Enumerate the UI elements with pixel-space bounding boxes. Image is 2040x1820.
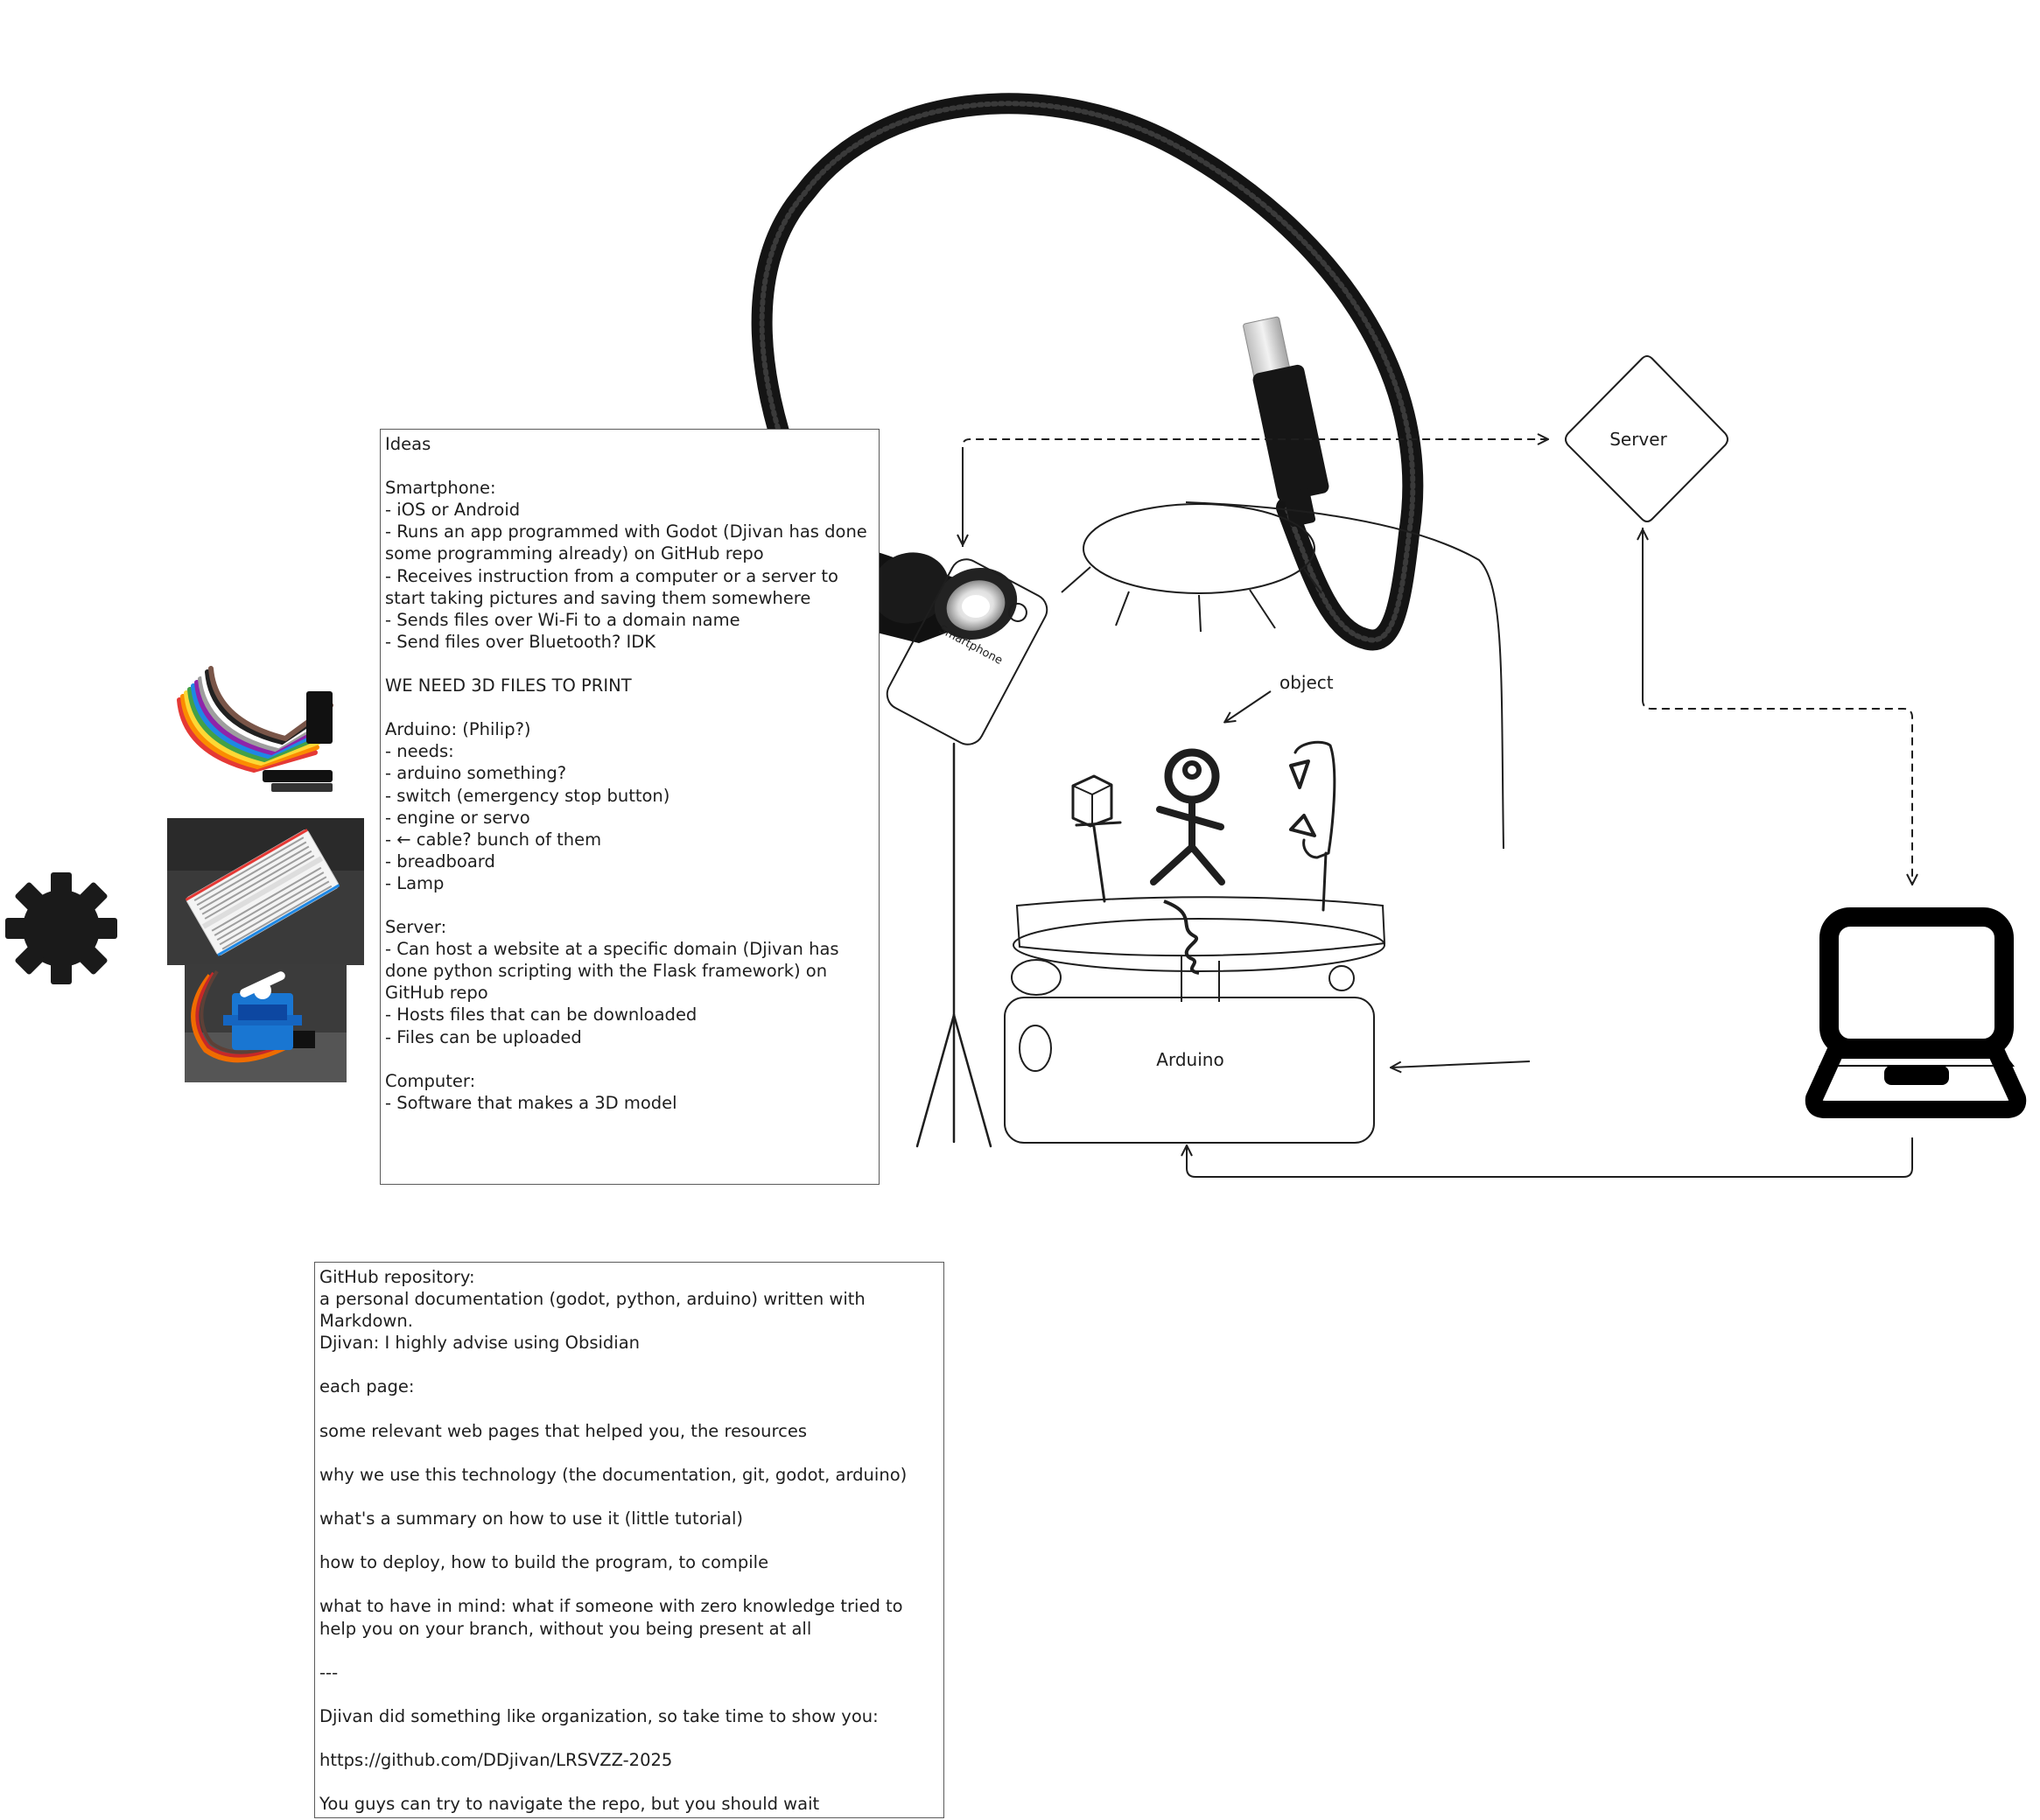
connector-server-laptop[interactable] [1643, 528, 1912, 884]
github-note[interactable]: GitHub repository: a personal documentat… [314, 1262, 944, 1818]
arduino-box[interactable]: Arduino [1004, 997, 1375, 1144]
ribbon-cable-image[interactable] [166, 665, 346, 805]
connector-laptop-arduino[interactable] [1187, 1138, 1913, 1178]
turntable-sketch[interactable] [1011, 896, 1386, 1002]
connector-lamp-server[interactable] [963, 439, 1547, 547]
laptop-icon[interactable] [1805, 907, 2027, 1118]
tripod-sketch[interactable] [915, 742, 992, 1148]
desk-lamp-image[interactable] [751, 93, 1424, 651]
ideas-note[interactable]: Ideas Smartphone: - iOS or Android - Run… [380, 429, 880, 1185]
server-label: Server [1609, 429, 1667, 450]
lamp-sketch[interactable] [1061, 501, 1504, 850]
arduino-label: Arduino [1156, 1049, 1223, 1070]
servo-image[interactable] [185, 964, 347, 1082]
connector-to-arduino[interactable] [1392, 1060, 1531, 1068]
object-sketches[interactable] [1071, 740, 1336, 912]
gear-icon[interactable] [5, 872, 117, 984]
breadboard-image[interactable] [167, 818, 364, 965]
object-label: object [1279, 672, 1334, 693]
server-node[interactable]: Server [1565, 355, 1728, 522]
object-annotation: object [1225, 672, 1334, 722]
